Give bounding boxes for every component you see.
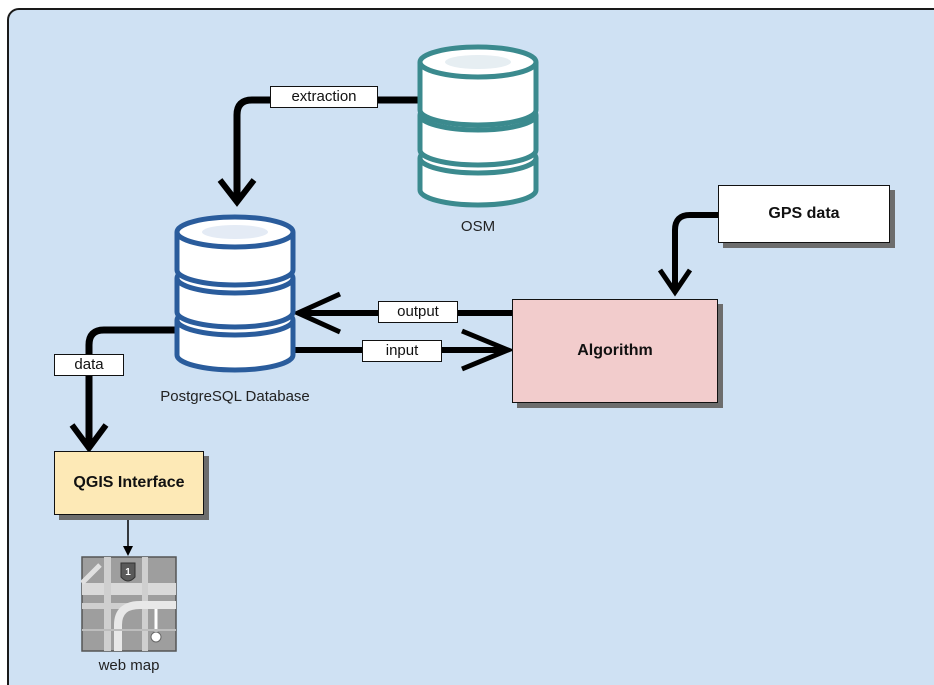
algorithm-label: Algorithm xyxy=(577,342,653,359)
algorithm-node: Algorithm xyxy=(512,299,718,403)
extraction-connector xyxy=(217,96,420,207)
svg-text:1: 1 xyxy=(125,567,131,578)
output-edge-label: output xyxy=(378,301,458,323)
road-map-icon: 1 xyxy=(80,556,177,652)
gps-data-label: GPS data xyxy=(768,205,840,222)
postgres-database-icon xyxy=(174,214,296,373)
webmap-connector xyxy=(123,515,133,556)
osm-caption: OSM xyxy=(460,218,496,235)
input-edge-label: input xyxy=(362,340,442,362)
gps-data-node: GPS data xyxy=(718,185,890,243)
extraction-edge-label: extraction xyxy=(270,86,378,108)
qgis-interface-label: QGIS Interface xyxy=(73,474,185,491)
osm-database-icon xyxy=(417,44,539,208)
data-connector xyxy=(69,326,178,454)
data-edge-label: data xyxy=(54,354,124,376)
gps-connector xyxy=(657,212,720,297)
webmap-caption: web map xyxy=(98,657,160,674)
qgis-interface-node: QGIS Interface xyxy=(54,451,204,515)
postgres-caption: PostgreSQL Database xyxy=(160,388,310,405)
